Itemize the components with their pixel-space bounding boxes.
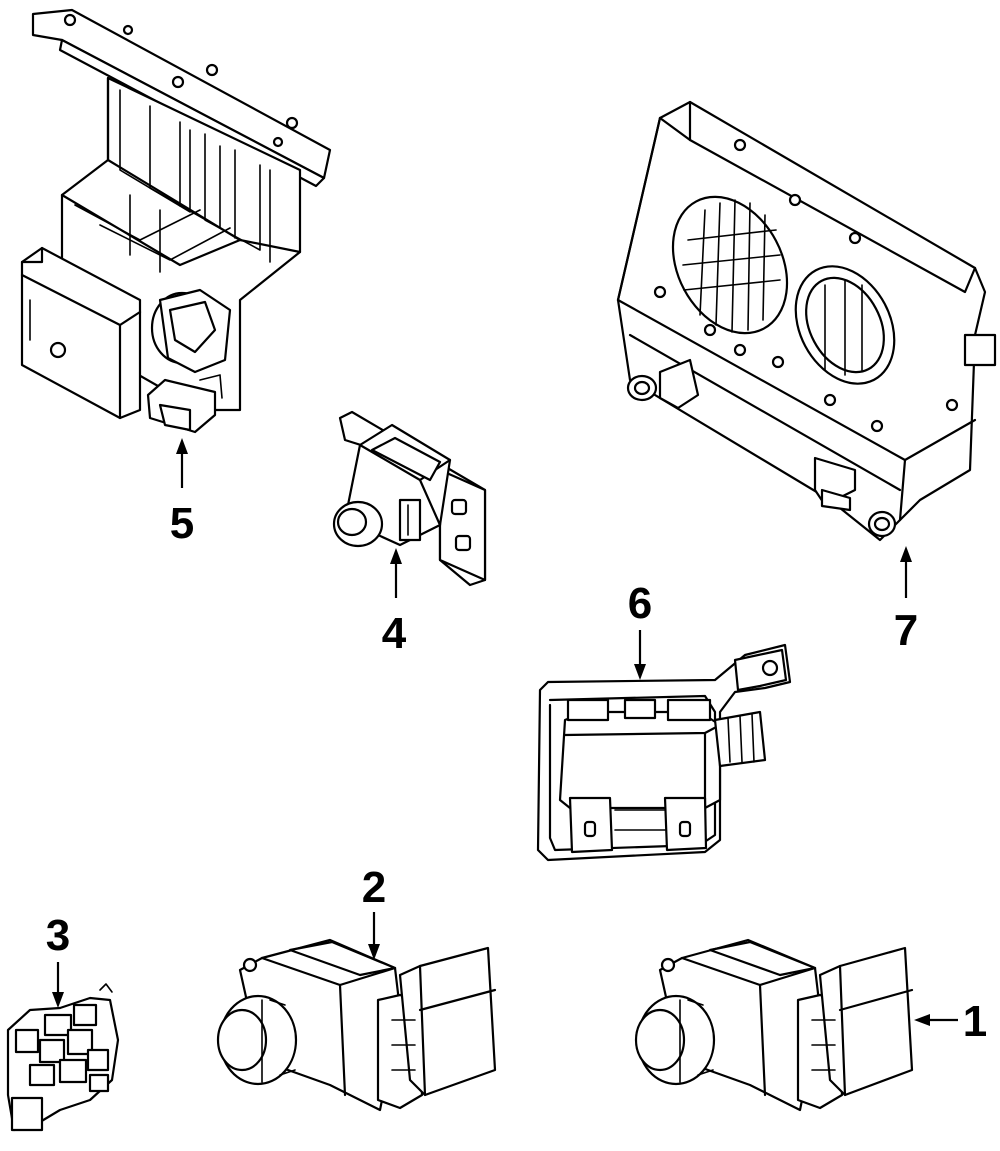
part-3-clip <box>6 983 120 1132</box>
part-2-sensor <box>216 938 497 1112</box>
callout-4-label: 4 <box>382 609 407 658</box>
callout-3-label: 3 <box>46 911 70 960</box>
callout-1-label: 1 <box>963 997 987 1046</box>
part-5-module <box>20 8 332 434</box>
callout-6: 6 <box>628 579 652 680</box>
part-7-housing <box>616 100 997 542</box>
callout-5: 5 <box>170 438 194 548</box>
callout-3: 3 <box>46 911 70 1008</box>
callout-5-label: 5 <box>170 499 194 548</box>
callout-7: 7 <box>894 546 918 655</box>
part-6-control-module <box>536 643 792 862</box>
callout-2: 2 <box>362 863 386 960</box>
callout-2-label: 2 <box>362 863 386 912</box>
part-4-camera <box>332 410 487 587</box>
callout-7-label: 7 <box>894 606 918 655</box>
callout-4: 4 <box>382 548 407 658</box>
part-1-sensor <box>634 938 914 1112</box>
callout-6-label: 6 <box>628 579 652 628</box>
callout-1: 1 <box>914 997 987 1046</box>
